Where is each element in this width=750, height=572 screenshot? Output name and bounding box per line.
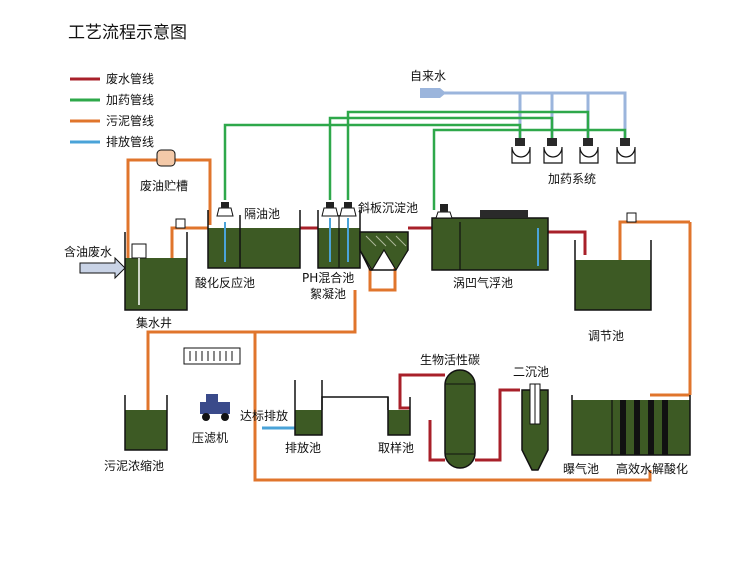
equalization-label: 调节池 (588, 329, 624, 343)
tap-water-arrow-icon (420, 88, 446, 98)
dosing-lines (223, 110, 627, 210)
filter-press (183, 347, 241, 365)
sampling-tank (387, 397, 411, 436)
legend-label-wastewater: 废水管线 (106, 71, 154, 86)
acid-oil-separator (207, 202, 301, 269)
inflow-arrow-icon (79, 256, 126, 280)
dosing-system-label: 加药系统 (548, 172, 596, 186)
collection-well (124, 232, 188, 311)
ph-mix-label: PH混合池 (302, 270, 354, 285)
legend-label-discharge: 排放管线 (106, 134, 154, 149)
bio-carbon-filter (444, 369, 476, 469)
oil-tank-label: 废油贮槽 (140, 178, 188, 193)
dosing-system (511, 138, 636, 164)
tap-water-label: 自来水 (410, 69, 446, 83)
legend: 废水管线 加药管线 污泥管线 排放管线 (70, 71, 154, 149)
ph-mixing-tank (317, 202, 361, 269)
vortex-flotation-label: 涡凹气浮池 (453, 275, 513, 290)
aeration-hydrolysis (571, 395, 691, 456)
legend-label-sludge: 污泥管线 (106, 113, 154, 128)
secondary-clarifier-label: 二沉池 (513, 365, 549, 379)
oil-separator-label: 隔油池 (244, 207, 280, 221)
acid-tank-label: 酸化反应池 (195, 275, 255, 290)
secondary-clarifier (521, 383, 549, 471)
inflow-label: 含油废水 (64, 244, 112, 259)
discharge-ok-label: 达标排放 (240, 408, 288, 423)
equalization-tank (574, 240, 652, 311)
legend-label-dosing: 加药管线 (106, 92, 154, 107)
discharge-tank (294, 380, 323, 436)
sludge-lines (126, 158, 692, 482)
hydrolysis-label: 高效水解酸化 (616, 461, 688, 476)
sensor-icon (626, 212, 637, 223)
aeration-label: 曝气池 (563, 461, 599, 476)
sludge-thickener-label: 污泥浓缩池 (104, 458, 164, 473)
inclined-settler-label: 斜板沉淀池 (358, 201, 418, 215)
wastewater-lines (300, 226, 587, 462)
truck-icon (200, 394, 230, 421)
collection-well-label: 集水井 (136, 315, 172, 330)
bio-carbon-label: 生物活性碳 (420, 353, 480, 367)
oil-storage-tank (156, 149, 176, 167)
discharge-tank-label: 排放池 (285, 440, 321, 455)
inclined-settler (359, 231, 409, 272)
vortex-flotation (431, 204, 549, 271)
diagram-title: 工艺流程示意图 (68, 23, 187, 43)
sludge-thickener (124, 395, 168, 451)
filter-press-label: 压滤机 (192, 431, 228, 445)
sensor-icon (175, 218, 186, 229)
sampling-tank-label: 取样池 (378, 440, 414, 455)
flocculation-label: 絮凝池 (310, 286, 346, 301)
